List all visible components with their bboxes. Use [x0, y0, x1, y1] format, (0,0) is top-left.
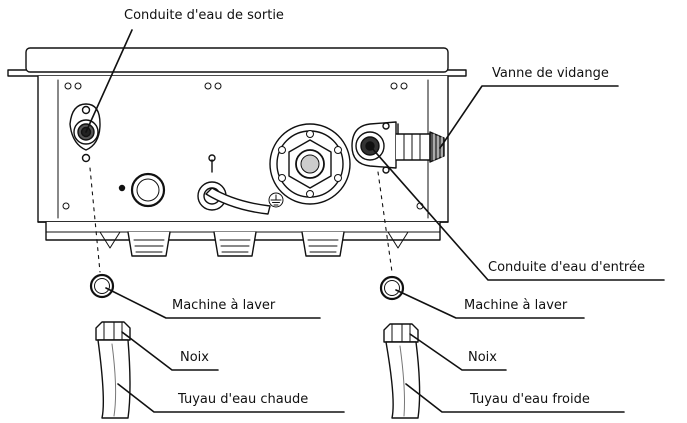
heater-lid: [25, 47, 449, 73]
washer-right: [379, 275, 405, 301]
nut-right: [383, 323, 419, 343]
label-outlet-pipe: Conduite d'eau de sortie: [124, 8, 284, 23]
label-nut-right: Noix: [468, 350, 497, 365]
large-connection-fitting: [269, 123, 351, 205]
label-nut-left: Noix: [180, 350, 209, 365]
screw-icon: [64, 82, 408, 90]
label-washer-left: Machine à laver: [172, 298, 276, 313]
hot-water-pipe: [97, 339, 131, 419]
drain-valve: [395, 123, 445, 163]
nut-left: [95, 321, 131, 341]
ground-icon: [268, 192, 284, 208]
label-hot-pipe: Tuyau d'eau chaude: [178, 392, 309, 407]
label-inlet-pipe: Conduite d'eau d'entrée: [488, 260, 645, 275]
alignment-dashed-line: [89, 167, 393, 273]
leader-lines: [85, 29, 665, 413]
cable-gland: [197, 154, 271, 215]
label-cold-pipe: Tuyau d'eau froide: [470, 392, 590, 407]
heater-foot: [213, 231, 257, 257]
washer-left: [89, 273, 115, 299]
heater-unit: [7, 47, 467, 257]
cold-water-pipe: [385, 341, 421, 419]
label-washer-right: Machine à laver: [464, 298, 568, 313]
heater-foot: [127, 231, 171, 257]
heater-foot: [301, 231, 345, 257]
label-drain-valve: Vanne de vidange: [492, 66, 609, 81]
